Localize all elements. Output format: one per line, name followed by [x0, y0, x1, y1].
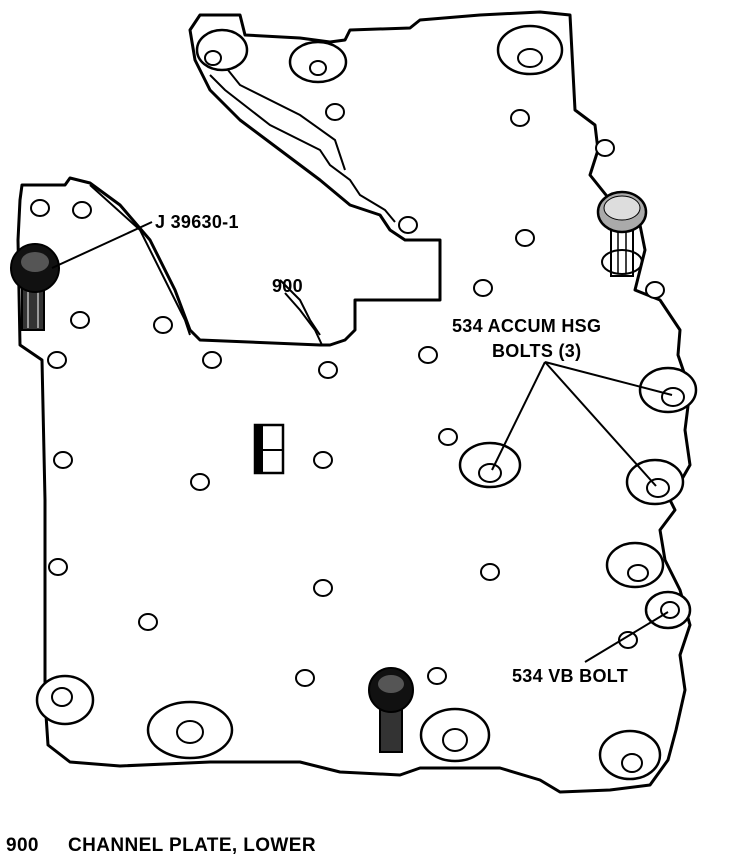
mid-ridge-line [279, 279, 321, 336]
hole [517, 48, 543, 68]
leader-accum-2 [544, 361, 673, 396]
hole [621, 753, 643, 773]
accum-bolt-hole-right-lower [646, 478, 670, 498]
label-accum-bolts-line2: BOLTS (3) [492, 341, 581, 361]
leader-vb-bolt [584, 611, 669, 663]
plate-holes [30, 103, 665, 687]
slot-shade [255, 425, 263, 473]
hole [309, 60, 327, 76]
leader-tool [51, 221, 153, 269]
leader-900 [284, 292, 323, 346]
accum-bolt-hole-right-upper [661, 387, 685, 407]
tool-j39630-bolt [10, 243, 60, 331]
upper-plate-outline [16, 10, 692, 794]
bolt-right-upper [596, 190, 648, 277]
boss-top-left [195, 28, 249, 72]
hole [51, 687, 73, 707]
accum-bolt-hole-center [478, 463, 502, 483]
caption-number: 900 [6, 835, 39, 856]
label-tool: J 39630-1 [155, 212, 239, 232]
upper-ridge-line-2 [219, 59, 346, 171]
label-vb-bolt: 534 VB BOLT [512, 666, 628, 686]
label-accum-bolts-line1: 534 ACCUM HSG [452, 316, 601, 336]
label-plate-number: 900 [272, 276, 303, 296]
hole [176, 720, 204, 744]
hole [627, 564, 649, 582]
left-ridge-line [89, 184, 191, 336]
caption-text: CHANNEL PLATE, LOWER [68, 835, 316, 856]
upper-ridge-line [209, 74, 396, 223]
hole [204, 50, 222, 66]
leader-accum-1 [491, 361, 546, 471]
bolt-bottom-center [368, 667, 414, 753]
hole [442, 728, 468, 752]
leader-accum-3 [544, 361, 657, 487]
